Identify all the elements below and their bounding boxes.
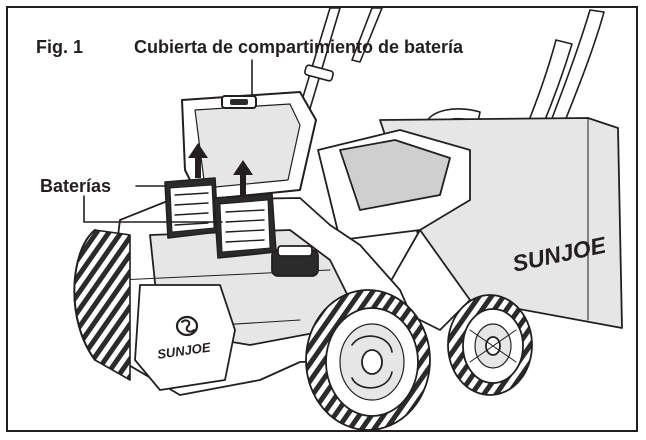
- battery-2: [213, 193, 277, 259]
- rear-deck: [317, 129, 471, 331]
- front-logo: SUNJOE: [156, 339, 211, 361]
- left-wheel: [73, 229, 131, 381]
- front-wheel: [305, 289, 431, 430]
- battery-cover: [181, 91, 317, 201]
- battery-cover-label: Cubierta de compartimiento de batería: [134, 37, 464, 57]
- callout-leaders: [83, 59, 253, 223]
- rear-wheel: [447, 294, 533, 396]
- batteries-label: Baterías: [40, 176, 112, 196]
- up-arrow-icon: [188, 143, 253, 196]
- front-logo-mark: [175, 315, 199, 337]
- figure-number: Fig. 1: [36, 37, 84, 57]
- battery-1: [164, 177, 219, 239]
